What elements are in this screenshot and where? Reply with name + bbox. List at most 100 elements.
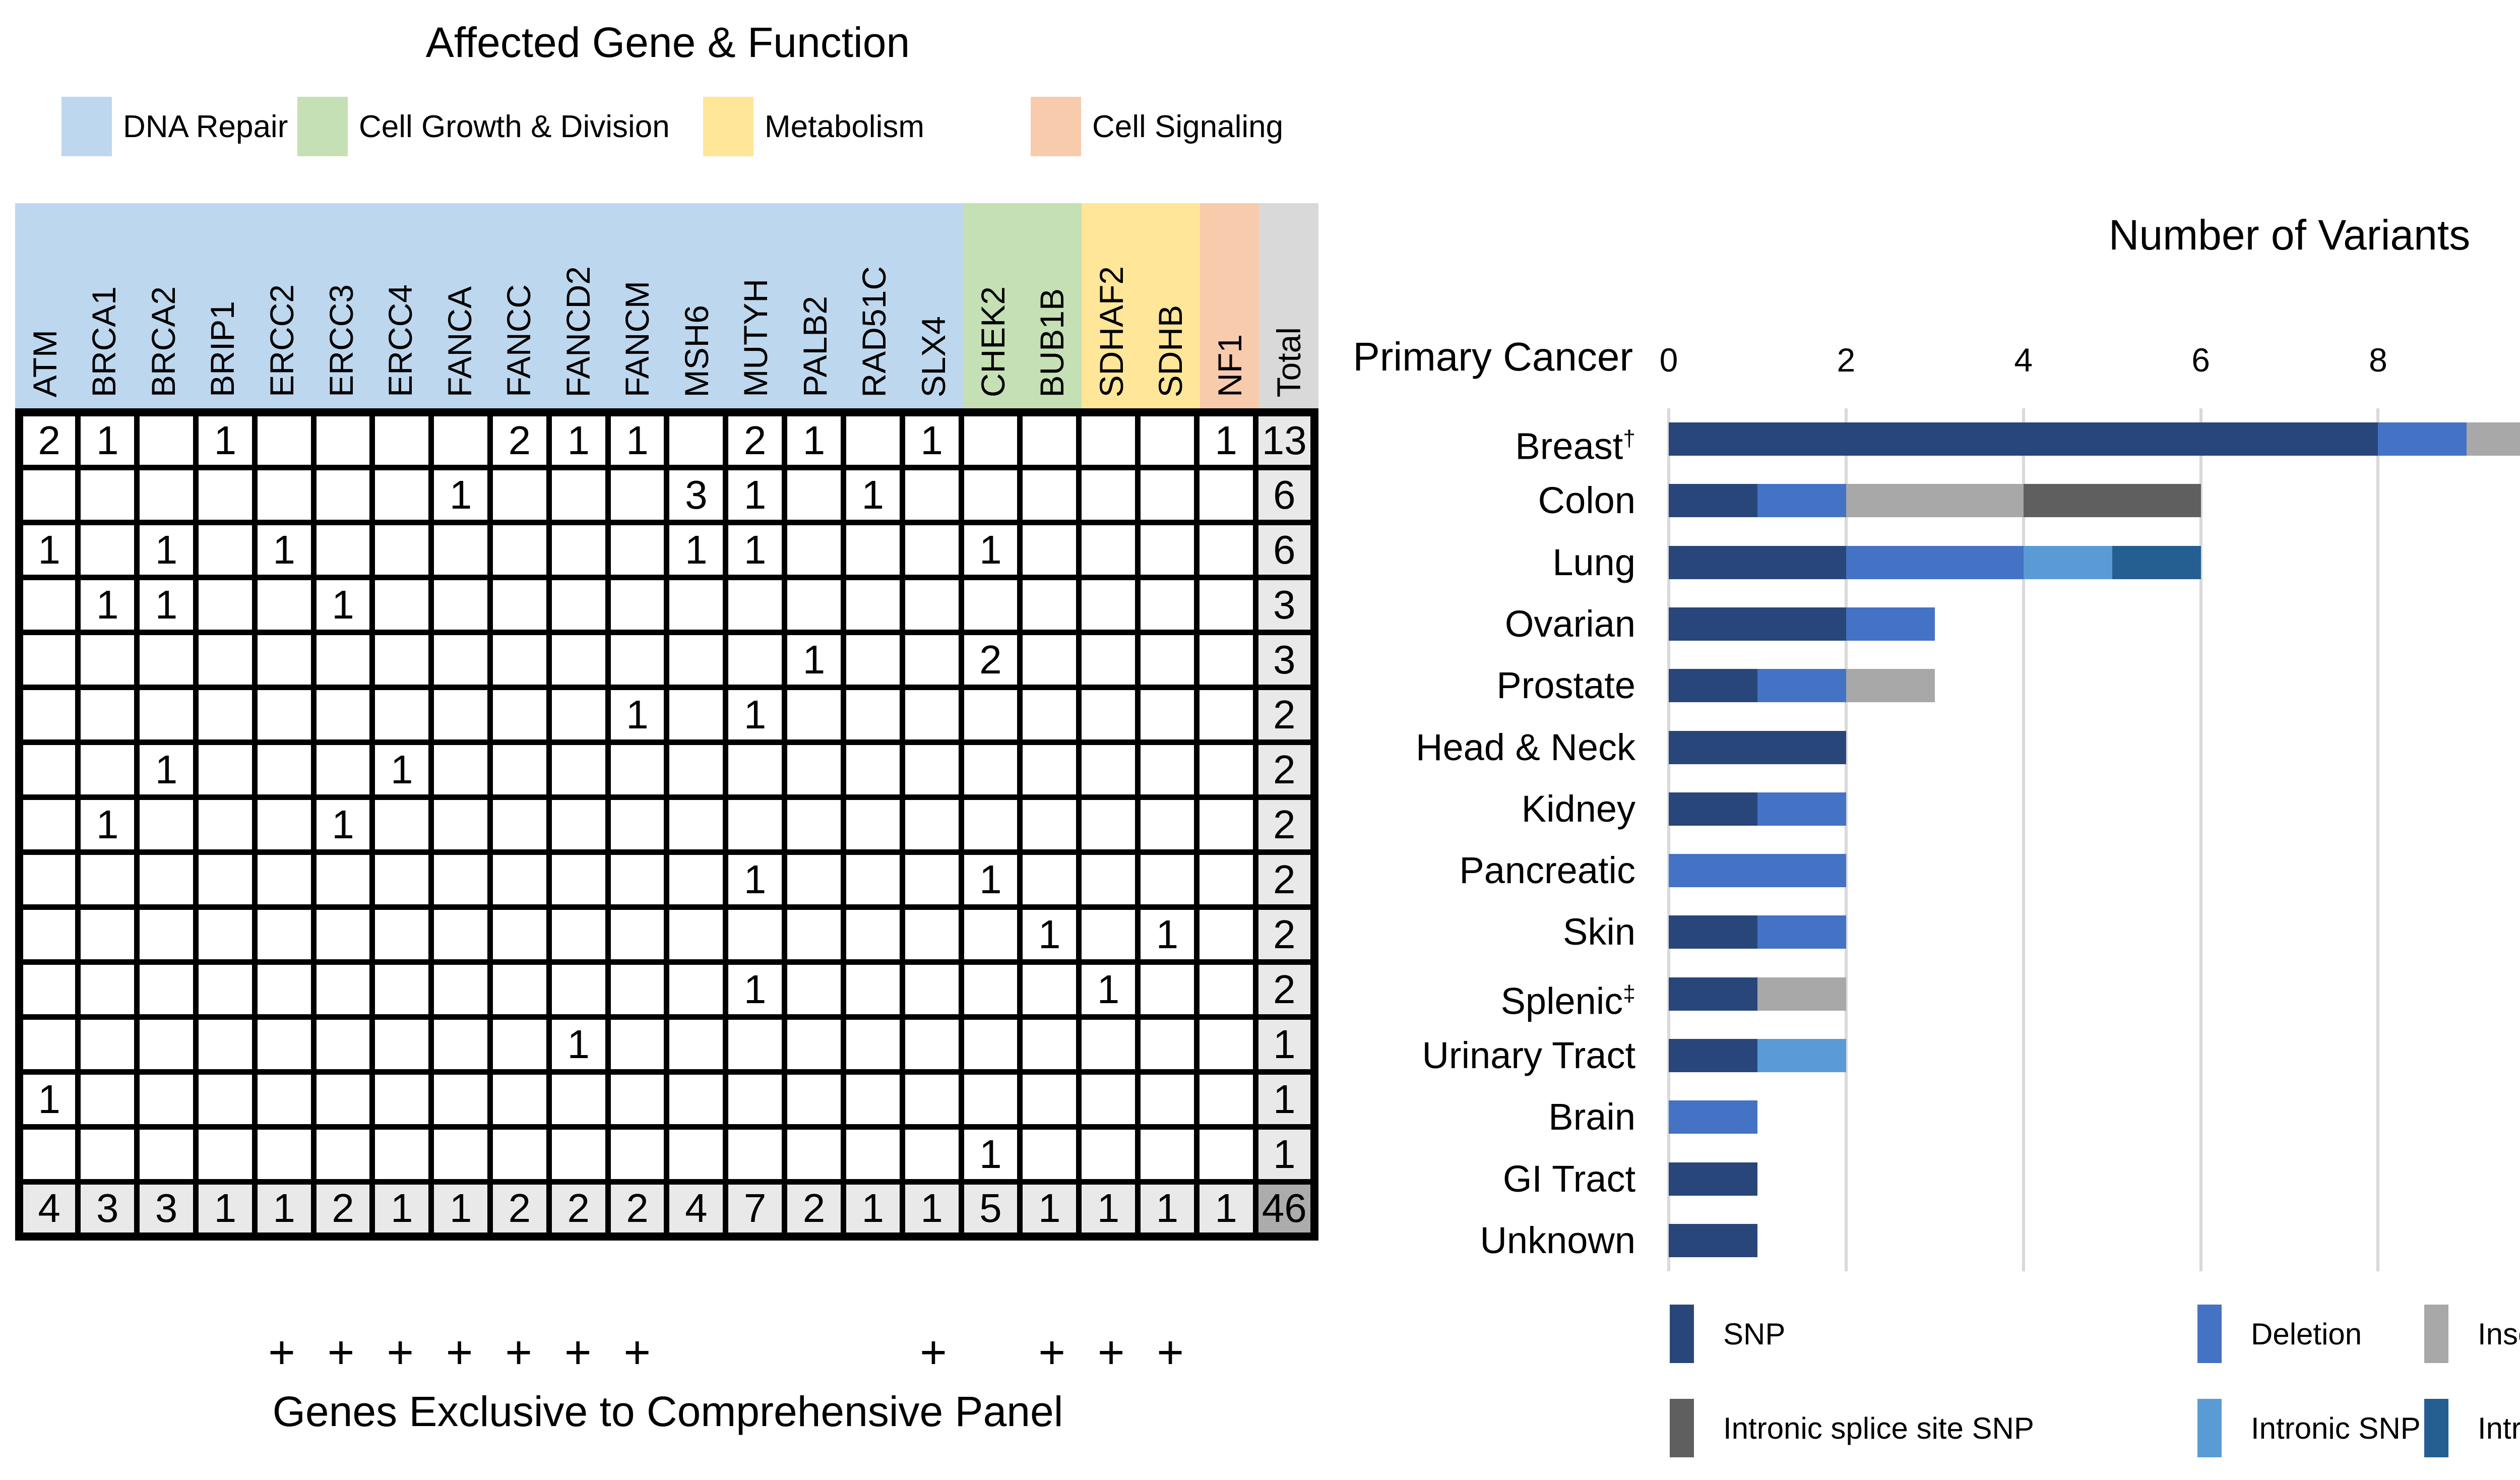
column-total-ercc4: 1 — [369, 1179, 434, 1240]
bar-segment-breast-snp — [1669, 422, 2378, 456]
cell-ovarian-msh6 — [664, 574, 729, 635]
bar-segment-urinary-tract-intronic-snp — [1757, 1039, 1846, 1072]
cell-breast-atm: 2 — [16, 409, 81, 470]
cell-splenic-brip1 — [193, 904, 258, 965]
plus-slot-empty — [193, 1325, 253, 1380]
cell-brain-fanca — [428, 1014, 493, 1075]
cell-gi-tract-rad51c — [840, 1069, 905, 1130]
cell-breast-brca2 — [134, 409, 199, 470]
gene-column-label: SLX4 — [914, 316, 952, 397]
bar-segment-prostate-insertion — [1846, 669, 1935, 703]
cell-breast-nf1: 1 — [1193, 409, 1258, 470]
bar-splenic — [1669, 977, 1846, 1011]
table-caption: Genes Exclusive to Comprehensive Panel — [272, 1388, 1063, 1435]
row-total-skin: 2 — [1252, 849, 1317, 910]
cell-kidney-atm — [16, 739, 81, 800]
cell-head-neck-mutyh: 1 — [723, 684, 788, 745]
cell-skin-msh6 — [664, 849, 729, 910]
cell-prostate-brca2 — [134, 629, 199, 690]
cell-splenic-brca2 — [134, 904, 199, 965]
cell-lung-bub1b — [1017, 519, 1082, 580]
cell-urinary-tract-bub1b — [1017, 959, 1082, 1020]
cell-gi-tract-nf1 — [1193, 1069, 1258, 1130]
row-total-breast: 13 — [1252, 409, 1317, 470]
gene-column-label: FANCC — [500, 284, 538, 397]
cell-brain-brca1 — [75, 1014, 140, 1075]
legend-item-intronic-splice-site-snp: Intronic splice site SNP — [1670, 1399, 2034, 1457]
cell-lung-rad51c — [840, 519, 905, 580]
column-total-rad51c: 1 — [840, 1179, 905, 1240]
variant-type-legend: SNPDeletionInsertionIntronic splice site… — [1670, 1305, 2520, 1480]
cell-unknown-ercc3 — [310, 1124, 375, 1185]
cell-pancreatic-slx4 — [899, 794, 964, 855]
cell-skin-fanca — [428, 849, 493, 910]
cell-lung-fanca — [428, 519, 493, 580]
bar-segment-head-neck-snp — [1669, 730, 1846, 764]
cell-brain-brip1 — [193, 1014, 258, 1075]
cell-gi-tract-brca1 — [75, 1069, 140, 1130]
cell-skin-brip1 — [193, 849, 258, 910]
cell-head-neck-brca1 — [75, 684, 140, 745]
category-superscript: † — [1623, 426, 1635, 452]
row-total-gi-tract: 1 — [1252, 1069, 1317, 1130]
total-column-header: Total — [1259, 203, 1319, 408]
cell-breast-fancc: 2 — [487, 409, 552, 470]
cell-lung-ercc2: 1 — [251, 519, 317, 580]
cell-brain-rad51c — [840, 1014, 905, 1075]
gene-column-header-fancd2: FANCD2 — [548, 203, 608, 408]
cell-pancreatic-brip1 — [193, 794, 258, 855]
plus-slot-empty — [15, 1325, 75, 1380]
cell-lung-nf1 — [1193, 519, 1258, 580]
cell-head-neck-msh6 — [664, 684, 729, 745]
cell-kidney-brca2: 1 — [134, 739, 199, 800]
gene-column-label: FANCM — [618, 281, 656, 397]
cell-colon-atm — [16, 464, 81, 525]
cell-kidney-ercc4: 1 — [369, 739, 434, 800]
cell-pancreatic-palb2 — [782, 794, 846, 855]
cell-prostate-slx4 — [899, 629, 964, 690]
row-total-prostate: 3 — [1252, 629, 1317, 690]
cell-urinary-tract-msh6 — [664, 959, 729, 1020]
cell-skin-brca2 — [134, 849, 199, 910]
cell-ovarian-palb2 — [782, 574, 846, 635]
cell-urinary-tract-chek2 — [958, 959, 1023, 1020]
cell-skin-sdhb — [1135, 849, 1200, 910]
x-tick-label-6: 6 — [2191, 341, 2210, 379]
row-total-unknown: 1 — [1252, 1124, 1317, 1185]
plus-mark-ercc4: + — [387, 1327, 414, 1378]
cell-ovarian-brca2: 1 — [134, 574, 199, 635]
cell-skin-fancd2 — [546, 849, 611, 910]
bar-segment-splenic-insertion — [1757, 977, 1846, 1011]
cell-skin-fancc — [487, 849, 552, 910]
grand-total-cell: 46 — [1252, 1179, 1317, 1240]
bar-segment-colon-snp — [1669, 484, 1757, 518]
row-total-urinary-tract: 2 — [1252, 959, 1317, 1020]
cell-brain-ercc4 — [369, 1014, 434, 1075]
cell-kidney-sdhb — [1135, 739, 1200, 800]
bar-segment-unknown-snp — [1669, 1223, 1757, 1257]
column-total-ercc2: 1 — [251, 1179, 317, 1240]
cell-lung-sdhb — [1135, 519, 1200, 580]
cell-lung-fancd2 — [546, 519, 611, 580]
column-total-fancm: 2 — [605, 1179, 670, 1240]
cell-gi-tract-msh6 — [664, 1069, 729, 1130]
cell-kidney-mutyh — [723, 739, 788, 800]
cell-unknown-brip1 — [193, 1124, 258, 1185]
cell-breast-palb2: 1 — [782, 409, 846, 470]
bar-segment-urinary-tract-snp — [1669, 1039, 1757, 1072]
cell-pancreatic-brca1: 1 — [75, 794, 140, 855]
cell-kidney-nf1 — [1193, 739, 1258, 800]
bar-segment-colon-intronic-splice-site-snp — [2023, 484, 2201, 518]
cell-prostate-bub1b — [1017, 629, 1082, 690]
cell-urinary-tract-fancc — [487, 959, 552, 1020]
cell-gi-tract-ercc2 — [251, 1069, 317, 1130]
column-total-fanca: 1 — [428, 1179, 493, 1240]
gridline-2 — [1844, 408, 1848, 1271]
legend-item-deletion: Deletion — [2197, 1305, 2362, 1363]
row-total-ovarian: 3 — [1252, 574, 1317, 635]
cell-unknown-fanca — [428, 1124, 493, 1185]
cell-ovarian-ercc2 — [251, 574, 317, 635]
